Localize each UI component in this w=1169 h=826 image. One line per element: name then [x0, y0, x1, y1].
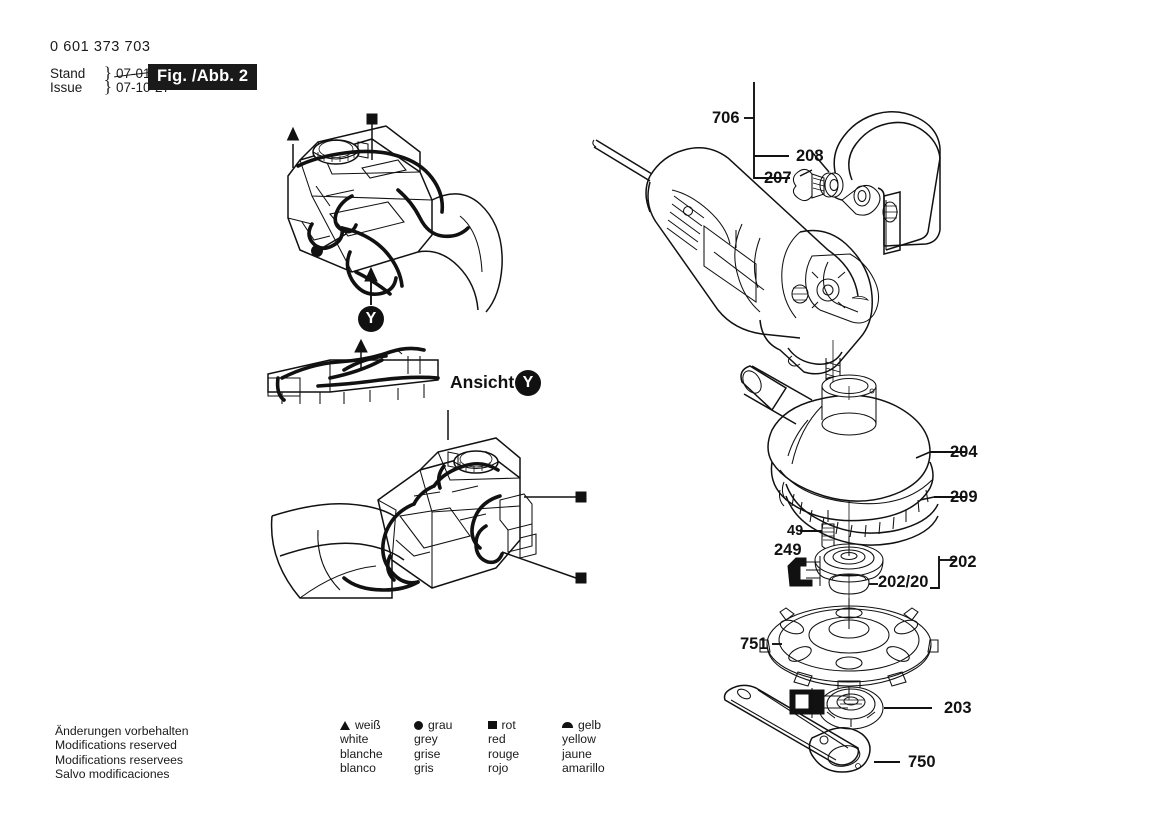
callout-706: 706 — [712, 109, 740, 127]
marker-grey-circle-top — [311, 245, 323, 257]
legend-term: grise — [414, 746, 441, 761]
red-square-icon — [488, 720, 497, 730]
legend-term: rot — [501, 718, 516, 732]
legend-term: white — [340, 732, 369, 747]
legend-head-grey: grau — [414, 718, 472, 732]
part-dust-shroud-204 — [740, 365, 934, 522]
legend-term: gris — [414, 761, 434, 776]
ansicht-label: Ansicht — [450, 372, 515, 392]
footer-note-en: Modifications reserved — [55, 738, 177, 753]
white-triangle-icon — [340, 720, 350, 730]
part-brush-ring-209 — [778, 481, 939, 546]
part-screw-207 — [792, 168, 825, 202]
stand-row: Stand } 07-01 — [50, 62, 170, 82]
callout-leaders — [744, 82, 966, 763]
legend-term: gelb — [578, 718, 602, 732]
footer-note-es: Salvo modificaciones — [55, 767, 170, 782]
footer-note-de: Änderungen vorbehalten — [55, 724, 189, 738]
marker-red-square-bottom-2 — [575, 572, 587, 584]
grey-circle-icon — [414, 720, 423, 730]
part-connector-block-203 — [789, 688, 848, 718]
callout-209: 209 — [950, 488, 978, 506]
view-marker-y-section: Y — [515, 370, 541, 396]
marker-red-square-top — [366, 113, 378, 125]
callout-49: 49 — [787, 523, 804, 539]
brace-bottom-icon: } — [103, 76, 113, 96]
legend-head-yellow: gelb — [562, 718, 620, 732]
legend-term: grau — [428, 718, 453, 732]
callout-202-20: 202/20 — [878, 573, 929, 591]
marker-white-triangle-top — [286, 126, 300, 141]
callout-249: 249 — [774, 541, 802, 559]
legend-column-red: rot red rouge rojo — [488, 718, 546, 776]
view-marker-y-top: Y — [358, 306, 384, 332]
yellow-dome-icon — [562, 722, 573, 728]
legend-term: yellow — [562, 732, 596, 747]
legend-column-white: weiß white blanche blanco — [340, 718, 398, 776]
part-wrench-750 — [723, 684, 871, 773]
callout-202: 202 — [949, 553, 977, 571]
legend-column-yellow: gelb yellow jaune amarillo — [562, 718, 620, 776]
callout-204: 204 — [950, 443, 978, 461]
legend-head-white: weiß — [340, 718, 398, 732]
revision-block: Stand } 07-01 Issue } 07-10-27 — [50, 62, 170, 96]
callout-208: 208 — [796, 147, 824, 165]
brace-top-icon: } — [103, 62, 113, 82]
part-flange-sub-202-20 — [828, 573, 870, 595]
figure-badge: Fig. /Abb. 2 — [148, 64, 258, 90]
detail-switch-housing-bottom — [270, 437, 577, 599]
part-motor-housing — [645, 147, 880, 384]
part-power-cord — [592, 139, 653, 182]
issue-label: Issue — [50, 79, 83, 95]
view-arrow-top — [364, 266, 378, 305]
callout-203: 203 — [944, 699, 972, 717]
legend-term: blanche — [340, 746, 383, 761]
callout-751: 751 — [740, 635, 768, 653]
legend-term: grey — [414, 732, 438, 747]
callout-207: 207 — [764, 169, 792, 187]
document-header: 0 601 373 703 Stand } 07-01 Issue } 07-1… — [50, 39, 350, 96]
part-screw-49 — [821, 510, 835, 550]
detail-switch-housing-top — [287, 124, 503, 313]
footer-notes: Änderungen vorbehalten Modifications res… — [55, 724, 189, 782]
color-legend: weiß white blanche blanco grau grey gris… — [340, 718, 620, 776]
stand-date: 07-01 — [116, 65, 151, 81]
part-number: 0 601 373 703 — [50, 39, 151, 55]
part-washer-208 — [819, 172, 844, 198]
legend-term: blanco — [340, 761, 376, 776]
footer-note-fr: Modifications reservees — [55, 752, 184, 767]
legend-term: rouge — [488, 746, 520, 761]
detail-ansicht-y — [267, 338, 440, 404]
part-backing-pad-751 — [759, 598, 939, 693]
marker-red-square-bottom-1 — [575, 491, 587, 503]
callout-750: 750 — [908, 753, 936, 771]
legend-term: red — [488, 732, 506, 747]
assembly-centerline — [832, 340, 850, 700]
part-auxiliary-handle — [828, 111, 941, 255]
legend-term: weiß — [355, 718, 381, 732]
legend-term: amarillo — [562, 761, 605, 776]
legend-column-grey: grau grey grise gris — [414, 718, 472, 776]
part-connector-249 — [787, 556, 821, 587]
legend-head-red: rot — [488, 718, 546, 732]
legend-term: jaune — [562, 746, 592, 761]
legend-term: rojo — [488, 761, 509, 776]
stand-label: Stand — [50, 65, 86, 81]
